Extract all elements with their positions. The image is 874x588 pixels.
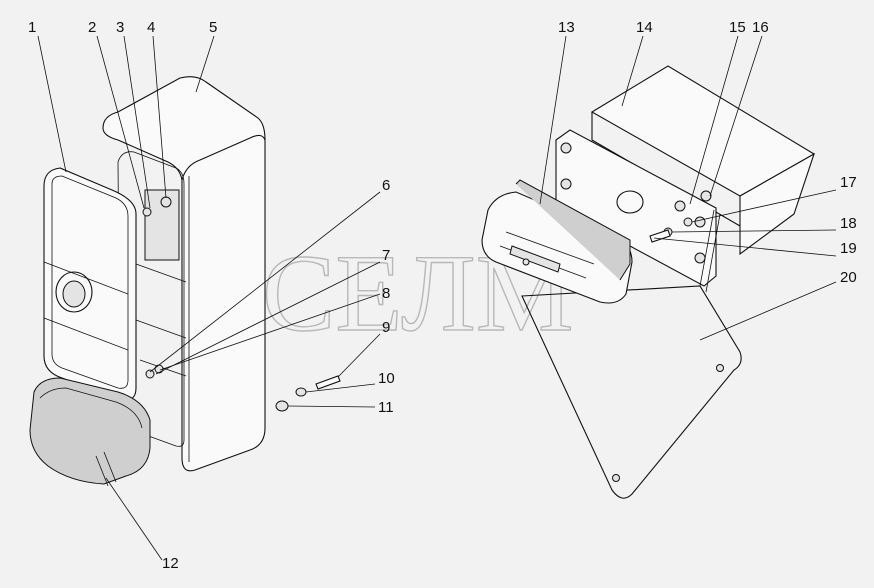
- nut-6: [145, 369, 155, 379]
- nut-3: [142, 207, 152, 217]
- callout-10: 10: [378, 370, 395, 387]
- callout-3: 3: [116, 19, 124, 36]
- lamp-12: [29, 377, 151, 487]
- leader-lines: [37, 35, 837, 561]
- callout-17: 17: [840, 174, 857, 191]
- callout-8: 8: [382, 285, 390, 302]
- callout-13: 13: [558, 19, 575, 36]
- nut-11: [275, 400, 289, 412]
- callout-14: 14: [636, 19, 653, 36]
- housing-5: [102, 76, 266, 472]
- callout-11: 11: [378, 399, 394, 416]
- callout-1: 1: [28, 19, 36, 36]
- nut-15: [674, 200, 686, 212]
- washer-17: [683, 217, 693, 227]
- washer-16: [700, 190, 712, 202]
- callout-20: 20: [840, 269, 857, 286]
- lamp-1: [43, 167, 137, 401]
- callout-16: 16: [752, 19, 769, 36]
- lamp-13: [481, 179, 633, 304]
- bolt-9: [315, 375, 341, 390]
- callout-2: 2: [88, 19, 96, 36]
- callout-15: 15: [729, 19, 746, 36]
- callout-5: 5: [209, 19, 217, 36]
- callout-6: 6: [382, 177, 390, 194]
- callout-9: 9: [382, 319, 390, 336]
- callout-12: 12: [162, 555, 179, 572]
- washer-10: [295, 387, 307, 397]
- callout-4: 4: [147, 19, 155, 36]
- callout-7: 7: [382, 247, 390, 264]
- callout-19: 19: [840, 240, 857, 257]
- callout-labels: 1 2 3 4 5 6 7 8 9 10 11 12 13 14 15 16 1…: [28, 19, 857, 572]
- bracket-20: [521, 209, 742, 499]
- callout-18: 18: [840, 215, 857, 232]
- washer-4: [160, 196, 172, 208]
- bolt-19: [649, 229, 671, 243]
